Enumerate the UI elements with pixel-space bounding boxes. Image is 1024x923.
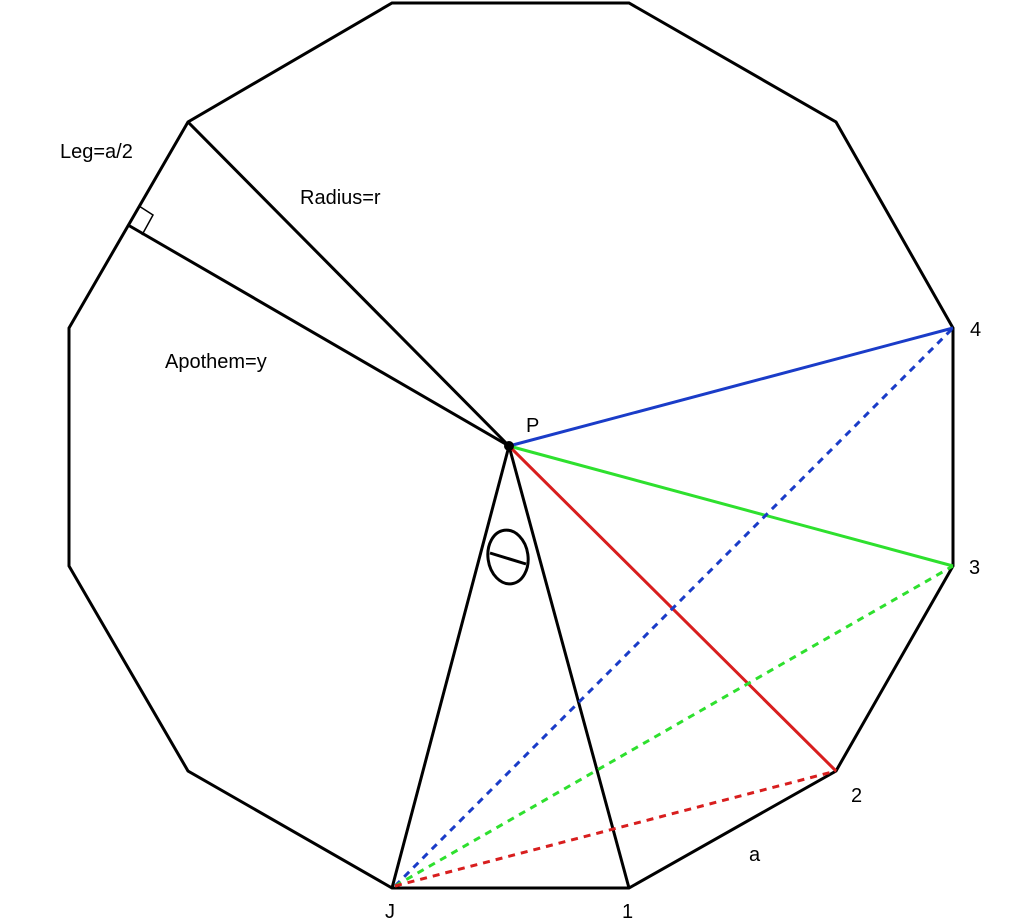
angle-marker-line (489, 551, 527, 566)
radius-to-3 (508, 444, 954, 568)
apothem-label: Apothem=y (165, 351, 267, 373)
vertex-3-label: 3 (969, 557, 980, 579)
vertex-1-label: 1 (622, 901, 633, 923)
center-label: P (526, 415, 539, 437)
vertex-4-label: 4 (970, 319, 981, 341)
side-label: a (749, 844, 761, 866)
diagonal-j-to-2 (394, 769, 837, 888)
radius-to-j (390, 445, 511, 889)
leg-label: Leg=a/2 (60, 141, 133, 163)
diagonal-j-to-4 (393, 326, 955, 888)
apothem-line (127, 223, 510, 448)
radius-to-4 (508, 326, 954, 448)
radius-line (186, 120, 511, 448)
center-point (504, 441, 514, 451)
angle-marker (486, 528, 530, 586)
diagonal-j-to-3 (394, 564, 954, 888)
right-angle-marker (138, 205, 154, 236)
radius-to-1 (507, 445, 631, 889)
vertex-j-label: J (385, 901, 395, 923)
vertex-2-label: 2 (851, 785, 862, 807)
radius-label: Radius=r (300, 187, 381, 209)
